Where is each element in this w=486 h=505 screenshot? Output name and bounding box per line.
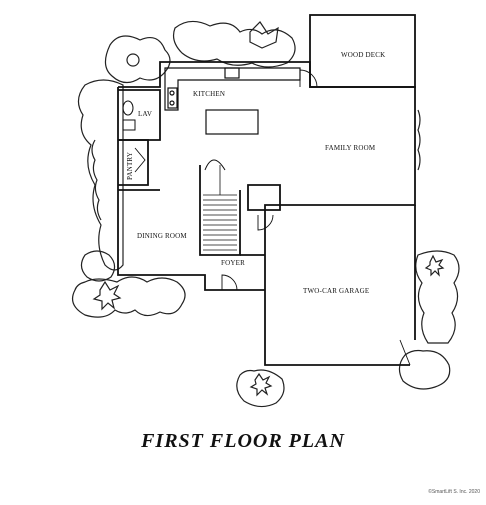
sink [224, 67, 240, 79]
landscaping-shrubs [72, 20, 460, 408]
pantry-door [134, 147, 146, 173]
walls [117, 14, 416, 366]
copyright-notice: ©SmartLift S. Inc. 2020 [428, 489, 480, 495]
stair-wall [199, 165, 241, 256]
house-west-wall [117, 87, 265, 291]
room-label-foyer: FOYER [221, 259, 245, 267]
garage-door [399, 339, 411, 366]
room-label-garage: TWO-CAR GARAGE [303, 287, 369, 295]
room-label-dining-room: DINING ROOM [137, 232, 187, 240]
room-label-pantry: PANTRY [126, 152, 134, 180]
plan-title: FIRST FLOOR PLAN [141, 430, 345, 452]
room-label-wood-deck: WOOD DECK [341, 51, 385, 59]
front-door [221, 274, 238, 291]
lav-sink [122, 119, 136, 131]
room-label-family-room: FAMILY ROOM [325, 144, 376, 152]
kitchen-counter [164, 67, 301, 111]
toilet [122, 100, 134, 116]
room-label-kitchen: KITCHEN [193, 90, 225, 98]
house-exterior-wall [118, 61, 416, 366]
range [167, 87, 178, 109]
kitchen-fixtures [164, 67, 301, 135]
closet-door [257, 214, 274, 231]
foyer-closet [247, 184, 281, 211]
deck-door [299, 69, 318, 88]
kitchen-island [205, 109, 259, 135]
lav-fixtures [122, 100, 136, 131]
door-swings [134, 69, 411, 366]
staircase [203, 159, 237, 251]
pantry-walls [118, 139, 149, 186]
room-label-lav: LAV [138, 110, 152, 118]
